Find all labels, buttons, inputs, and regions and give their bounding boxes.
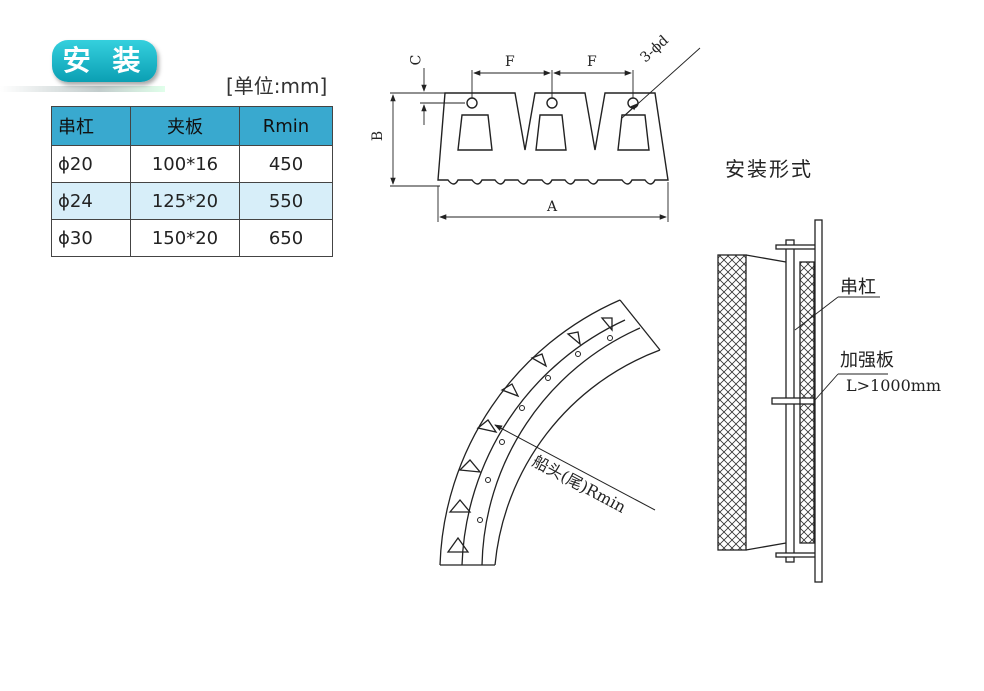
fender-profile xyxy=(437,92,669,185)
section-title-badge: 安 装 xyxy=(0,38,170,98)
table-cell: ϕ24 xyxy=(51,182,131,220)
dim-c-label: C xyxy=(408,54,425,66)
install-title: 安装形式 xyxy=(725,157,813,181)
table-row: ϕ20 100*16 450 xyxy=(51,145,333,183)
title-underline xyxy=(0,86,165,92)
table-cell: 550 xyxy=(239,182,333,220)
dim-b-label: B xyxy=(370,130,387,142)
table-cell: 100*16 xyxy=(130,145,240,183)
table-cell: 125*20 xyxy=(130,182,240,220)
table-cell: 450 xyxy=(239,145,333,183)
length-label: L>1000mm xyxy=(846,376,942,395)
plate-label: 加强板 xyxy=(840,350,894,371)
spec-table: 串杠 夹板 Rmin ϕ20 100*16 450 ϕ24 125*20 550… xyxy=(51,106,333,257)
install-leaders xyxy=(794,296,888,401)
table-row: ϕ24 125*20 550 xyxy=(51,182,333,220)
install-section xyxy=(717,219,823,583)
header-cell: Rmin xyxy=(239,106,333,146)
table-cell: ϕ20 xyxy=(51,145,131,183)
table-header-row: 串杠 夹板 Rmin xyxy=(51,106,333,146)
dim-f2-label: F xyxy=(587,54,597,70)
bar-label: 串杠 xyxy=(840,277,876,298)
table-cell: ϕ30 xyxy=(51,219,131,257)
arc-holes xyxy=(477,335,613,523)
unit-label: [单位:mm] xyxy=(226,74,328,98)
table-row: ϕ30 150*20 650 xyxy=(51,219,333,257)
dim-f1-label: F xyxy=(505,54,515,70)
header-cell: 串杠 xyxy=(51,106,131,146)
table-cell: 150*20 xyxy=(130,219,240,257)
section-title: 安 装 xyxy=(52,40,157,82)
dim-a-label: A xyxy=(547,199,558,215)
arc-fender xyxy=(439,299,661,566)
dimension-lines xyxy=(390,47,701,222)
table-cell: 650 xyxy=(239,219,333,257)
rmin-leader xyxy=(494,424,656,511)
header-cell: 夹板 xyxy=(130,106,240,146)
